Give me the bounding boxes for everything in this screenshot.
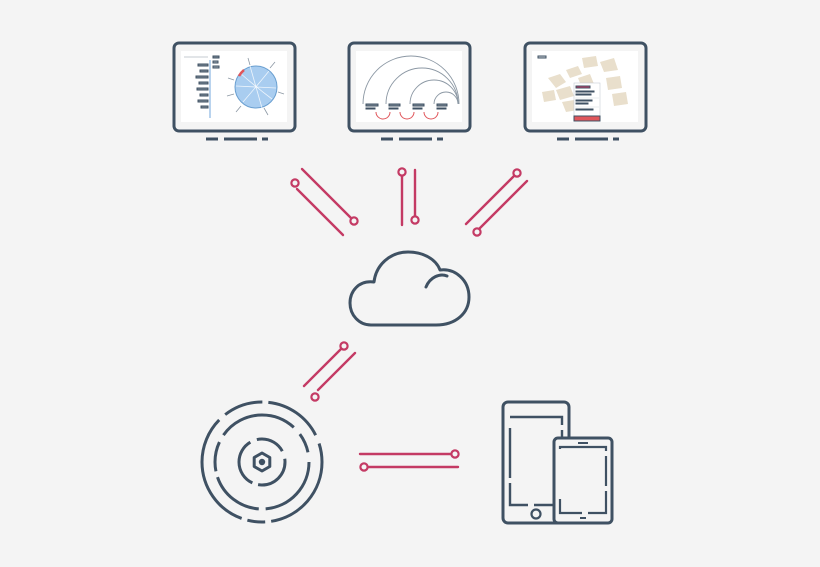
- link-sensor-to-devices: [358, 449, 460, 472]
- map-thumbnail: [537, 55, 628, 122]
- chord-chart-thumbnail: [184, 55, 285, 118]
- connector-endpoint: [450, 449, 460, 459]
- connector-endpoint: [410, 215, 420, 225]
- connector-endpoint: [472, 227, 482, 237]
- link-monitor-map-to-cloud: [464, 168, 529, 237]
- connector-endpoint: [397, 167, 407, 177]
- link-monitor-arcs-to-cloud: [397, 167, 420, 227]
- connector-endpoint: [512, 168, 522, 178]
- monitor-map: [523, 41, 648, 141]
- sensor-icon: [200, 400, 324, 524]
- connector-endpoint: [349, 216, 359, 226]
- monitor-chord: [172, 41, 297, 141]
- cloud-icon: [348, 250, 471, 327]
- phone-tablet-icon: [501, 400, 614, 525]
- connector-endpoint: [359, 462, 369, 472]
- connector-endpoint: [290, 178, 300, 188]
- connector-endpoint: [339, 341, 349, 351]
- monitor-arcs: [347, 41, 472, 141]
- link-monitor-chord-to-cloud: [290, 167, 359, 237]
- connector-endpoint: [310, 392, 320, 402]
- link-cloud-to-sensor: [302, 341, 357, 402]
- arc-chart-thumbnail: [362, 55, 460, 120]
